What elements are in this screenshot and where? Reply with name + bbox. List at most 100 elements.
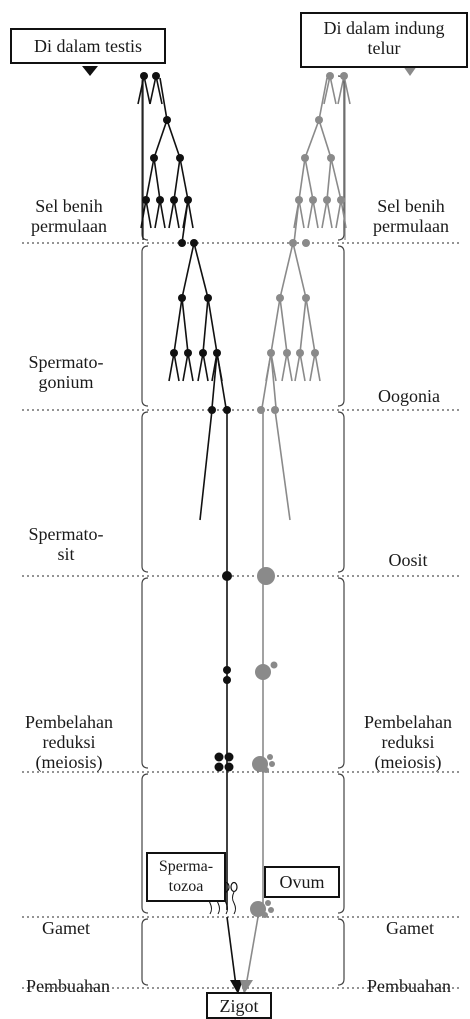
female-branch [321,199,328,229]
male-branch [145,199,152,229]
right-bracket-3 [337,411,345,573]
male-branch [211,352,218,409]
ovum-box: Ovum [264,866,340,898]
spermatid [214,752,224,762]
stage-label-left-5: Gamet [42,918,90,938]
female-branch [270,352,277,409]
male-branch [182,352,189,382]
male-lineage [82,66,243,994]
ovary-pointer-icon [403,66,417,76]
polar-body [268,907,274,913]
zigot-box: Zigot [206,992,272,1019]
female-branch [274,409,291,521]
stage-label-right-2: Oogonia [378,386,440,406]
ovary-title-line1: Di dalam indung [323,18,445,38]
stage-label-left-1: Sel benih permulaan [31,196,107,236]
female-branch [335,199,342,229]
polar-body [269,761,275,767]
male-branch [202,297,209,354]
ovary-title-box: Di dalam indung telur [300,12,468,68]
male-branch [168,199,175,229]
female-branch [318,77,328,121]
male-branch [216,352,227,409]
female-branch [330,157,342,201]
female-branch [314,352,321,382]
female-branch [326,157,332,201]
female-branch [299,297,307,354]
male-branch [197,352,204,382]
male-branch [154,199,161,229]
male-branch [140,199,147,229]
female-branch [279,297,288,354]
right-bracket-2 [337,245,345,407]
stage-label-left-3: Spermato- sit [28,524,104,564]
male-branch [199,409,213,521]
testis-title: Di dalam testis [34,36,142,56]
male-branch [181,242,195,299]
male-branch [181,199,189,244]
male-branch [187,199,194,229]
stage-dividers [22,242,460,989]
male-branch [187,352,194,382]
male-branch [153,157,161,201]
female-branch [298,157,306,201]
ovum-cell [250,901,266,917]
stage-label-right-3: Oosit [388,550,428,570]
stage-brackets [141,75,345,986]
female-branch [304,119,320,159]
male-branch [173,352,180,382]
female-branch [270,297,281,354]
female-branch [312,199,319,229]
spermatid [224,752,234,762]
male-branch [168,352,175,382]
male-branch [145,157,155,201]
male-branch [149,75,157,105]
female-branch [299,352,306,382]
female-branch [318,119,332,159]
female-branch [292,242,307,299]
male-branch [159,77,168,121]
left-bracket-5 [141,773,149,914]
polar-body [263,767,269,773]
left-bracket-2 [141,245,149,407]
male-branch [179,157,189,201]
female-branch [261,352,272,409]
spermatozoa-box: Sperma- tozoa [146,852,226,902]
female-lineage [240,66,417,994]
female-branch [281,352,288,382]
male-branch [202,352,209,382]
female-branch [298,199,305,229]
right-bracket-4 [337,577,345,769]
female-branch [326,199,333,229]
testis-pointer-icon [82,66,98,76]
male-branch [153,119,168,159]
stage-label-right-5: Gamet [386,918,434,938]
polar-body [270,661,278,669]
polar-body [265,900,271,906]
spermatozoon-tail-3 [232,891,236,915]
male-branch [207,297,218,354]
spermatid [214,762,224,772]
male-branch [173,199,180,229]
right-bracket-5 [337,773,345,914]
polar-body [267,754,273,760]
stage-label-right-4: Pembelahan reduksi (meiosis) [364,712,452,772]
spermatid [224,762,234,772]
female-branch [304,157,314,201]
primary-spermatocyte [222,571,232,581]
male-branch [166,119,181,159]
female-branch [305,297,316,354]
polar-body [262,912,268,918]
male-branch [193,242,209,299]
male-branch [143,75,151,105]
male-branch [159,199,166,229]
female-branch [294,352,301,382]
ovary-title-line2: telur [367,38,401,58]
female-branch [337,75,345,105]
male-arrow-head-icon [230,980,243,994]
stage-label-right-1: Sel benih permulaan [373,196,449,236]
female-branch [309,352,316,382]
right-bracket-6 [337,918,345,986]
female-cell [302,239,310,247]
female-branch [340,199,347,229]
